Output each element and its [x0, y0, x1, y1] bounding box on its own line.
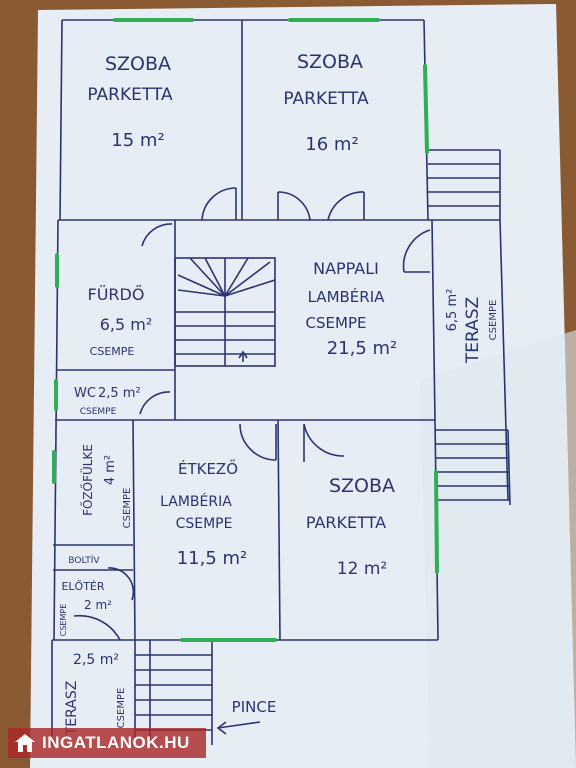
room-top-right-area: 16 m²	[305, 134, 358, 155]
windows	[52, 18, 439, 642]
door-arch	[107, 567, 135, 601]
watermark-text: INGATLANOK.HU	[42, 733, 190, 752]
living-room-floor-1: LAMBÉRIA	[308, 287, 386, 306]
hall-name: ELŐTÉR	[61, 579, 104, 593]
room-bottom-right-area: 12 m²	[337, 559, 387, 579]
terrace-right-floor: CSEMPE	[488, 300, 499, 341]
door-dining	[239, 423, 277, 461]
hall-area: 2 m²	[84, 598, 112, 612]
house-icon	[15, 734, 35, 752]
room-top-right-name: SZOBA	[297, 51, 363, 73]
kitchen-nook-floor: CSEMPE	[122, 488, 133, 529]
door-hall	[73, 614, 121, 641]
room-bottom-right-name: SZOBA	[329, 475, 395, 497]
cellar-label: PINCE	[232, 698, 277, 716]
door-room-top-right-b	[327, 191, 365, 221]
bathroom-area: 6,5 m²	[100, 315, 153, 334]
room-bottom-right-floor: PARKETTA	[306, 513, 386, 532]
window-right-top	[423, 64, 429, 154]
wall-living-right	[431, 219, 436, 421]
living-room-floor-2: CSEMPE	[306, 314, 367, 332]
wall-kitchen-right	[132, 419, 136, 641]
hall-floor: CSEMPE	[59, 604, 68, 637]
room-top-left-floor: PARKETTA	[87, 85, 173, 105]
door-room-top-left	[201, 187, 237, 221]
wall-left-top	[59, 19, 63, 221]
wall-dining-room	[277, 419, 281, 641]
bathroom-name: FÜRDŐ	[88, 284, 145, 304]
door-terrace	[402, 229, 431, 273]
kitchen-nook-name: FŐZŐFÜLKE	[79, 444, 95, 516]
paper-shadow	[420, 330, 576, 768]
wc-area: 2,5 m²	[98, 386, 141, 401]
room-top-left-area: 15 m²	[111, 130, 164, 151]
terrace-left-area: 2,5 m²	[73, 652, 119, 668]
wc-floor: CSEMPE	[80, 407, 117, 417]
door-room-bottom	[303, 423, 345, 457]
room-top-right-floor: PARKETTA	[283, 89, 369, 109]
bathroom-floor: CSEMPE	[90, 345, 135, 358]
dining-name: ÉTKEZŐ	[178, 458, 238, 478]
kitchen-nook-area: 4 m²	[103, 455, 118, 485]
wall-terrace-right	[499, 219, 509, 501]
door-bathroom	[141, 223, 173, 247]
terrace-right-name: TERASZ	[463, 297, 483, 364]
living-room-area: 21,5 m²	[327, 338, 398, 359]
room-labels: SZOBA PARKETTA 15 m² SZOBA PARKETTA 16 m…	[59, 51, 499, 736]
cellar-arrow	[217, 721, 261, 729]
door-wc	[139, 391, 171, 415]
dining-floor-2: CSEMPE	[176, 516, 233, 532]
watermark-logo: INGATLANOK.HU	[8, 728, 206, 758]
terrace-right-area: 6,5 m²	[445, 289, 460, 332]
wc-name: WC	[74, 386, 96, 401]
door-room-top-right-a	[277, 191, 311, 221]
dining-area: 11,5 m²	[177, 548, 248, 569]
room-top-left-name: SZOBA	[105, 53, 171, 75]
arch-name: BOLTÍV	[68, 554, 100, 566]
terrace-left-name: TERASZ	[64, 681, 80, 737]
window-room-bottom	[434, 470, 439, 574]
living-room-name: NAPPALI	[313, 259, 379, 278]
terrace-left-floor: CSEMPE	[116, 688, 127, 729]
dining-floor-1: LAMBÉRIA	[160, 493, 232, 510]
